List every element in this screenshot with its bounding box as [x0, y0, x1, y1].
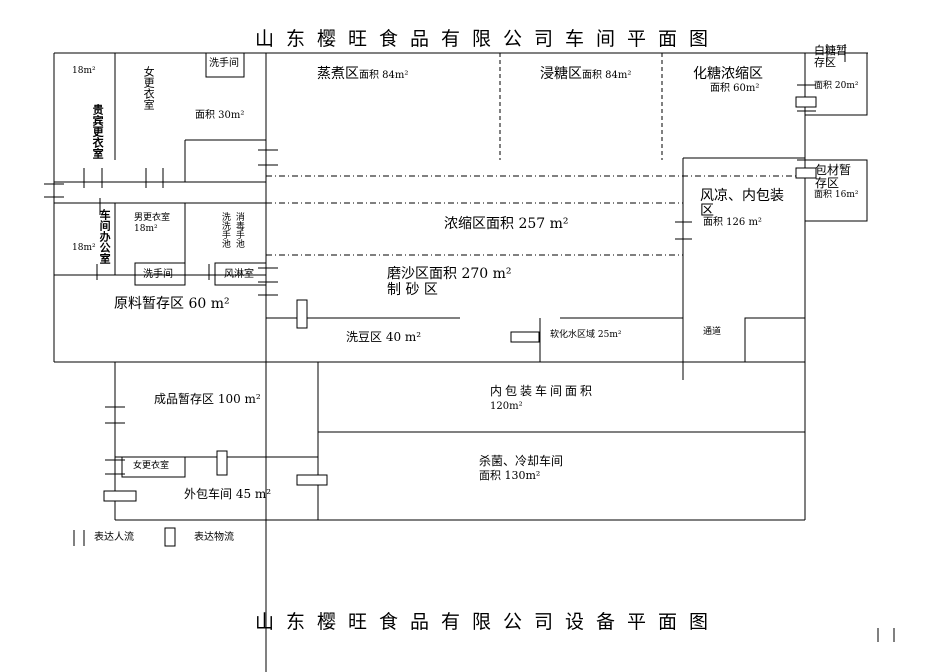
area-30: 面积 30m² [195, 110, 245, 121]
white-sugar-storage: 白糖暂存区 [814, 44, 847, 70]
raw-material-storage: 原料暂存区 60 m² [114, 296, 230, 312]
sand-making-zone: 制 砂 区 [387, 282, 438, 298]
sterilize-cooling-area: 面积 130m² [479, 469, 541, 482]
packaging-material-area: 面积 16m² [814, 190, 859, 200]
hand-wash-room-top: 洗手间 [209, 58, 239, 69]
air-cooling-inner-pack-zone: 风凉、内包装区 [700, 188, 784, 220]
steaming-zone: 蒸煮区面积 84m² [317, 66, 409, 82]
hand-wash-room-mid: 洗手间 [143, 269, 173, 280]
softened-water-zone: 软化水区域 25m² [550, 330, 622, 340]
hand-wash-sink-label: 洗洗手池 [219, 212, 230, 248]
womens-changing-room-1: 女更衣室 [142, 66, 156, 110]
steaming-zone-area: 面积 84m² [359, 70, 409, 81]
room-18m2-top: 18m² [72, 66, 96, 76]
air-cooling-area: 面积 126 m² [703, 217, 762, 228]
inner-packaging-workshop: 内包装车间面积 [490, 384, 596, 398]
outer-packaging-workshop: 外包车间 45 m² [184, 487, 272, 501]
disinfect-sink-label: 消毒手池 [233, 212, 244, 248]
sugar-concentration-area: 面积 60m² [710, 83, 760, 94]
air-shower-room: 风淋室 [224, 269, 254, 280]
legend-material-flow: 表达物流 [194, 532, 234, 543]
sugar-soaking-zone-name: 浸糖区 [540, 66, 582, 82]
packaging-material-storage: 包材暂存区 [815, 163, 852, 191]
sugar-soaking-zone: 浸糖区面积 84m² [540, 66, 632, 82]
inner-packaging-area-cut: 120m² [490, 401, 523, 412]
sugar-soaking-zone-area: 面积 84m² [582, 70, 632, 81]
equipment-plan-title: 山东樱旺食品有限公司设备平面图 [255, 611, 721, 633]
bean-washing-zone: 洗豆区 40 m² [346, 330, 422, 344]
workshop-office: 车间办公室 [98, 209, 112, 264]
plan-title: 山东樱旺食品有限公司车间平面图 [255, 28, 721, 50]
sugar-concentration-zone: 化糖浓缩区 [693, 66, 763, 82]
sterilize-cooling-workshop: 杀菌、冷却车间 [479, 454, 564, 468]
concentration-zone: 浓缩区面积 257 m² [444, 216, 569, 232]
mens-changing-room: 男更衣室 [134, 213, 171, 223]
grinding-zone: 磨沙区面积 270 m² [387, 266, 512, 282]
legend-people-flow: 表达人流 [94, 532, 134, 543]
finished-goods-storage: 成品暂存区 100 m² [154, 392, 261, 406]
vip-changing-room: 贵宾更衣室 [91, 104, 105, 159]
steaming-zone-name: 蒸煮区 [317, 66, 359, 82]
office-area: 18m² [72, 243, 96, 253]
womens-changing-room-2: 女更衣室 [133, 461, 170, 471]
passage: 通道 [703, 327, 722, 337]
mens-changing-area: 18m² [134, 224, 158, 234]
white-sugar-storage-area: 面积 20m² [814, 81, 859, 91]
